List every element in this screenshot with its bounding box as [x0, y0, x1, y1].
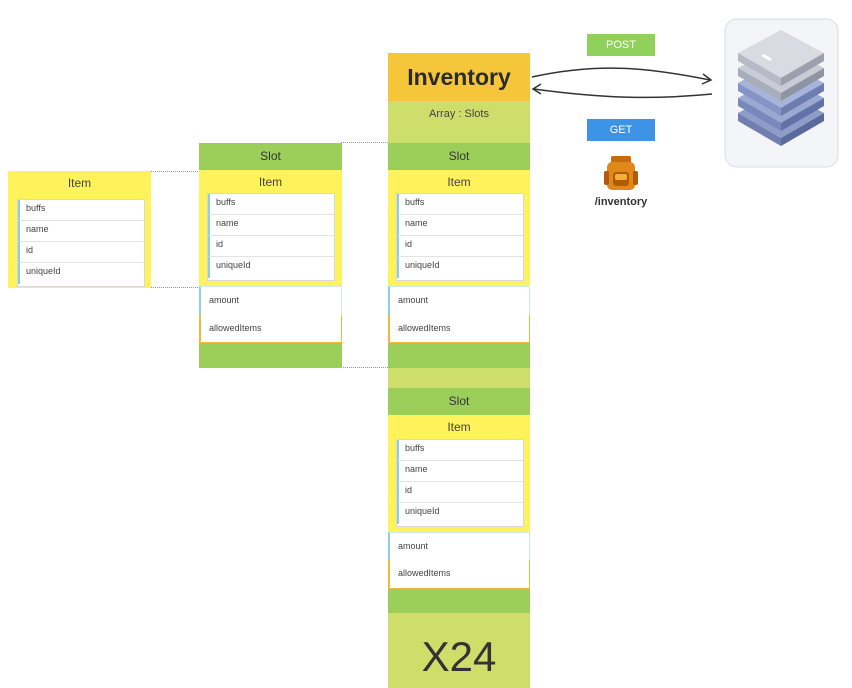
get-badge: GET	[587, 119, 655, 141]
slot2-item-card: Item buffs name id uniqueId	[388, 415, 530, 532]
slot-header-1: Slot	[388, 143, 530, 170]
item-fields: buffs name id uniqueId	[396, 439, 524, 527]
prop-allowed-items: allowedItems	[199, 315, 342, 343]
connector-slot-bottom	[341, 367, 388, 368]
field-buffs: buffs	[397, 194, 523, 215]
connector-item-bottom	[151, 287, 200, 288]
field-uniqueid: uniqueId	[18, 263, 144, 284]
field-name: name	[208, 215, 334, 236]
item-fields: buffs name id uniqueId	[207, 193, 335, 281]
field-id: id	[397, 482, 523, 503]
prop-allowed-items: allowedItems	[388, 315, 530, 343]
prop-amount: amount	[388, 532, 530, 560]
field-id: id	[18, 242, 144, 263]
inventory-title: Inventory	[407, 64, 511, 90]
item-title: Item	[258, 175, 283, 189]
slot-footer	[199, 343, 342, 368]
array-label: Array : Slots	[429, 108, 489, 120]
slot-multiplier: X24	[421, 633, 497, 680]
slot-item-card: Item buffs name id uniqueId	[199, 170, 342, 286]
connector-item-top	[151, 171, 200, 172]
item-fields: buffs name id uniqueId	[17, 199, 145, 287]
item-card-standalone: Item buffs name id uniqueId	[8, 171, 151, 288]
slot-footer	[388, 343, 530, 368]
slot1-item-card: Item buffs name id uniqueId	[388, 170, 530, 286]
slot-header-2: Slot	[388, 388, 530, 415]
field-name: name	[18, 221, 144, 242]
post-arrowhead	[701, 73, 713, 85]
backpack-icon	[604, 156, 638, 190]
post-arrow	[531, 67, 711, 81]
field-id: id	[397, 236, 523, 257]
slot-footer	[388, 589, 530, 613]
field-buffs: buffs	[397, 440, 523, 461]
post-badge: POST	[587, 34, 655, 56]
inventory-header: Inventory	[388, 53, 530, 101]
field-name: name	[397, 215, 523, 236]
field-uniqueid: uniqueId	[397, 257, 523, 278]
item-title: Item	[447, 175, 471, 189]
prop-amount: amount	[388, 286, 530, 315]
item-title: Item	[447, 420, 471, 434]
request-arrows	[531, 67, 713, 99]
get-arrowhead	[531, 83, 542, 95]
field-buffs: buffs	[18, 200, 144, 221]
connector-slot-top	[341, 142, 388, 143]
slot-header-standalone: Slot	[199, 143, 342, 170]
prop-allowed-items: allowedItems	[388, 560, 530, 589]
prop-amount: amount	[199, 286, 342, 315]
get-arrow	[533, 88, 713, 99]
field-buffs: buffs	[208, 194, 334, 215]
endpoint-label: /inventory	[594, 196, 648, 208]
field-uniqueid: uniqueId	[397, 503, 523, 524]
item-fields: buffs name id uniqueId	[396, 193, 524, 281]
field-uniqueid: uniqueId	[208, 257, 334, 278]
field-id: id	[208, 236, 334, 257]
field-name: name	[397, 461, 523, 482]
server-icon	[724, 18, 839, 168]
item-title: Item	[67, 176, 92, 190]
